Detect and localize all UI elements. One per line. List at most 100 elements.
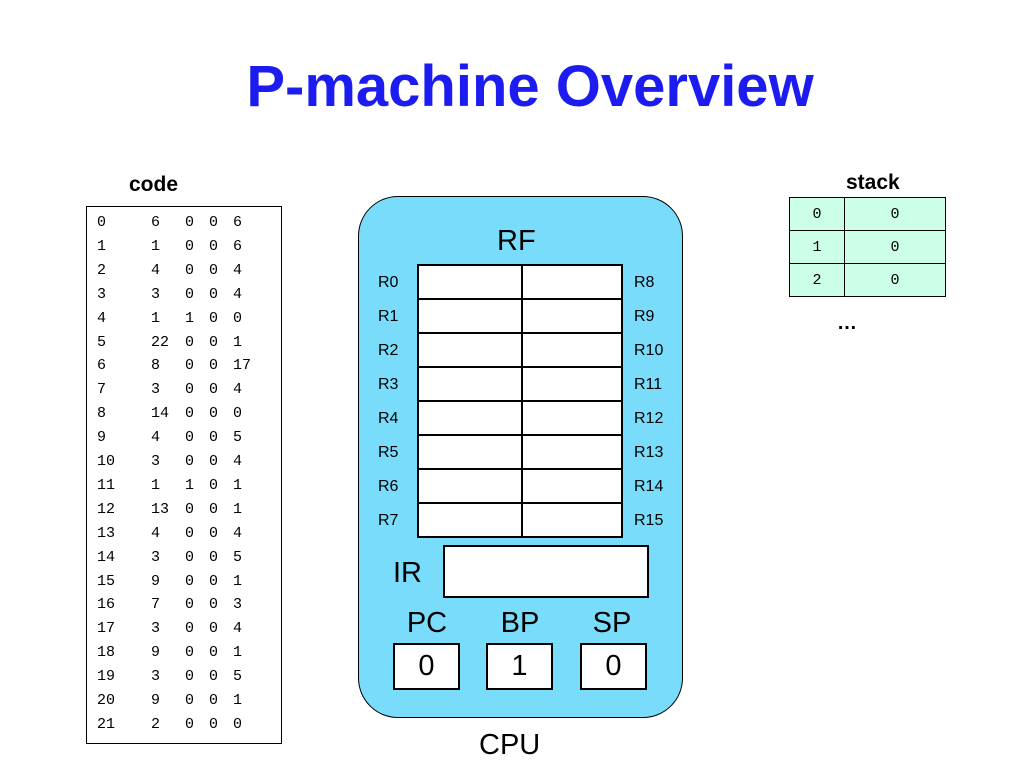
code-line-number: 12 bbox=[97, 500, 116, 518]
stack-ellipsis: … bbox=[837, 312, 857, 334]
code-field: 0 bbox=[185, 357, 195, 375]
code-field: 4 bbox=[233, 453, 243, 470]
code-field: 0 bbox=[209, 214, 219, 231]
code-field: 0 bbox=[209, 715, 219, 733]
code-field: 0 bbox=[209, 524, 219, 542]
code-field: 0 bbox=[185, 261, 195, 279]
code-field: 4 bbox=[233, 524, 243, 542]
register-cell bbox=[521, 400, 623, 436]
code-field: 1 bbox=[185, 309, 195, 327]
code-line-number: 14 bbox=[97, 548, 116, 566]
slide-title: P-machine Overview bbox=[246, 54, 814, 119]
register-label-right: R14 bbox=[634, 478, 664, 495]
code-line-number: 19 bbox=[97, 668, 116, 686]
code-field: 1 bbox=[233, 692, 243, 709]
register-cell bbox=[521, 366, 623, 402]
code-field: 0 bbox=[209, 572, 219, 590]
register-label-left: R0 bbox=[378, 274, 399, 291]
code-field: 0 bbox=[209, 644, 219, 662]
code-field: 2 bbox=[151, 715, 161, 733]
code-field: 0 bbox=[209, 333, 219, 351]
stack-index: 2 bbox=[789, 263, 845, 297]
code-line-number: 0 bbox=[97, 214, 107, 231]
code-field: 3 bbox=[151, 548, 161, 566]
code-field: 0 bbox=[185, 237, 195, 255]
code-line-number: 21 bbox=[97, 715, 116, 733]
code-field: 5 bbox=[233, 668, 243, 686]
code-field: 7 bbox=[151, 596, 161, 614]
code-field: 0 bbox=[185, 429, 195, 447]
code-field: 3 bbox=[151, 453, 161, 470]
stack-value: 0 bbox=[844, 230, 946, 264]
code-field: 0 bbox=[209, 620, 219, 638]
register-cell bbox=[417, 298, 523, 334]
code-field: 3 bbox=[151, 620, 161, 638]
code-field: 1 bbox=[233, 333, 243, 351]
code-field: 9 bbox=[151, 572, 161, 590]
register-cell bbox=[417, 434, 523, 470]
code-field: 0 bbox=[185, 548, 195, 566]
code-line-number: 18 bbox=[97, 644, 116, 662]
code-field: 0 bbox=[185, 668, 195, 686]
stack-value: 0 bbox=[844, 263, 946, 297]
code-field: 1 bbox=[233, 476, 243, 494]
code-field: 0 bbox=[185, 524, 195, 542]
code-field: 0 bbox=[209, 285, 219, 303]
code-line-number: 9 bbox=[97, 429, 107, 447]
code-field: 3 bbox=[151, 381, 161, 399]
register-cell bbox=[521, 434, 623, 470]
register-label-right: R8 bbox=[634, 274, 655, 291]
code-field: 1 bbox=[151, 476, 161, 494]
register-label-left: R1 bbox=[378, 308, 399, 325]
code-field: 0 bbox=[185, 715, 195, 733]
code-line-number: 10 bbox=[97, 453, 116, 470]
register-file-label: RF bbox=[497, 225, 536, 257]
code-field: 1 bbox=[151, 309, 161, 327]
register-cell bbox=[417, 366, 523, 402]
code-line-number: 2 bbox=[97, 261, 107, 279]
register-cell bbox=[521, 298, 623, 334]
register-label-right: R15 bbox=[634, 512, 664, 529]
stack-value: 0 bbox=[844, 197, 946, 231]
code-line-number: 15 bbox=[97, 572, 116, 590]
register-cell bbox=[417, 468, 523, 504]
code-line-number: 20 bbox=[97, 692, 116, 709]
bp-label: BP bbox=[500, 607, 540, 639]
code-line-number: 4 bbox=[97, 309, 107, 327]
code-field: 0 bbox=[185, 572, 195, 590]
code-line-number: 3 bbox=[97, 285, 107, 303]
code-field: 13 bbox=[151, 500, 170, 518]
code-field: 0 bbox=[209, 381, 219, 399]
code-field: 1 bbox=[233, 572, 243, 590]
code-line-number: 8 bbox=[97, 405, 107, 423]
ir-register bbox=[443, 545, 649, 598]
code-field: 3 bbox=[151, 285, 161, 303]
code-field: 0 bbox=[209, 453, 219, 470]
code-field: 0 bbox=[209, 548, 219, 566]
register-label-right: R9 bbox=[634, 308, 655, 325]
register-cell bbox=[417, 400, 523, 436]
cpu-label: CPU bbox=[479, 729, 541, 761]
code-field: 0 bbox=[209, 596, 219, 614]
code-field: 9 bbox=[151, 644, 161, 662]
code-field: 4 bbox=[151, 429, 161, 447]
code-field: 3 bbox=[233, 596, 243, 614]
code-line-number: 6 bbox=[97, 357, 107, 375]
register-label-right: R12 bbox=[634, 410, 664, 427]
code-label: code bbox=[129, 173, 179, 196]
code-field: 0 bbox=[209, 500, 219, 518]
code-field: 6 bbox=[233, 214, 243, 231]
register-label-right: R10 bbox=[634, 342, 664, 359]
code-field: 4 bbox=[233, 285, 243, 303]
code-field: 0 bbox=[185, 644, 195, 662]
pc-register: 0 bbox=[393, 643, 460, 690]
register-label-left: R5 bbox=[378, 444, 399, 461]
code-field: 5 bbox=[233, 548, 243, 566]
code-field: 4 bbox=[233, 381, 243, 399]
code-field: 0 bbox=[209, 405, 219, 423]
code-field: 8 bbox=[151, 357, 161, 375]
